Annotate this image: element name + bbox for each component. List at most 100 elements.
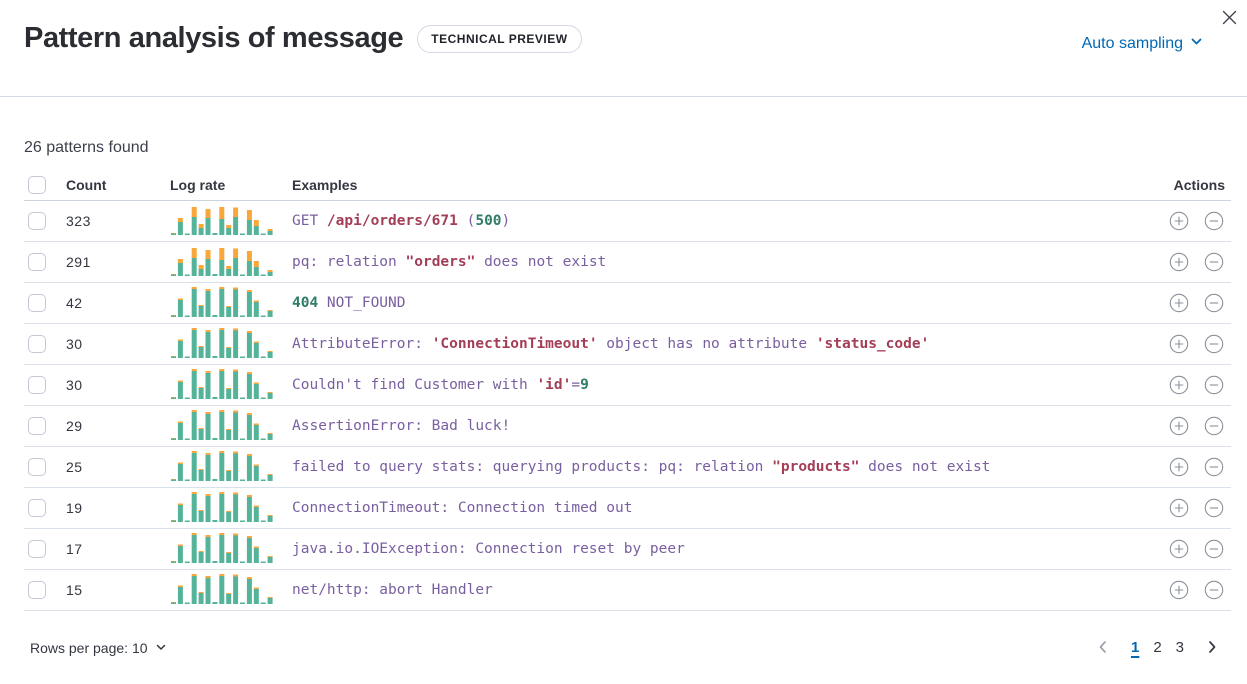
example-segment: GET <box>292 213 327 229</box>
filter-out-button[interactable] <box>1203 538 1225 560</box>
log-rate-sparkline <box>171 574 273 604</box>
example-segment: 500 <box>475 213 502 229</box>
minus-circle-icon <box>1203 457 1225 481</box>
row-checkbox[interactable] <box>28 376 46 394</box>
filter-in-button[interactable] <box>1168 497 1190 519</box>
page-button-1[interactable]: 1 <box>1124 635 1146 660</box>
minus-circle-icon <box>1203 580 1225 604</box>
row-checkbox[interactable] <box>28 294 46 312</box>
log-rate-sparkline <box>171 492 273 522</box>
filter-out-button[interactable] <box>1203 456 1225 478</box>
example-segment: java.io.IOException: Connection reset by… <box>292 541 685 557</box>
example-segment: pq: relation <box>292 254 406 270</box>
rows-per-page-button[interactable]: Rows per page: 10 <box>24 639 173 657</box>
log-rate-sparkline <box>171 287 273 317</box>
table-header: Count Log rate Examples Actions <box>24 169 1231 201</box>
column-header-examples[interactable]: Examples <box>292 176 358 193</box>
filter-out-button[interactable] <box>1203 497 1225 519</box>
minus-circle-icon <box>1203 252 1225 276</box>
row-checkbox-cell <box>24 294 66 312</box>
example-segment: AttributeError: <box>292 336 432 352</box>
row-checkbox[interactable] <box>28 417 46 435</box>
close-button[interactable] <box>1217 6 1241 30</box>
sampling-dropdown[interactable]: Auto sampling <box>1076 34 1209 54</box>
example-segment: does not exist <box>475 254 607 270</box>
pattern-row: 17 java.io.IOException: Connection reset… <box>24 529 1231 570</box>
example-segment: AssertionError: Bad luck! <box>292 418 511 434</box>
page-button-2[interactable]: 2 <box>1146 635 1168 660</box>
row-log-rate-cell <box>170 447 292 487</box>
column-header-count[interactable]: Count <box>66 176 107 193</box>
pattern-row: 291 pq: relation "orders" does not exist <box>24 242 1231 283</box>
row-count: 323 <box>66 213 91 229</box>
minus-circle-icon <box>1203 211 1225 235</box>
select-all-checkbox[interactable] <box>28 175 46 194</box>
filter-out-button[interactable] <box>1203 251 1225 273</box>
row-checkbox[interactable] <box>28 540 46 558</box>
pattern-row: 30 Couldn't find Customer with 'id'=9 <box>24 365 1231 406</box>
row-checkbox[interactable] <box>28 212 46 230</box>
row-checkbox[interactable] <box>28 581 46 599</box>
row-log-rate-cell <box>170 283 292 323</box>
filter-in-button[interactable] <box>1168 456 1190 478</box>
row-example: ConnectionTimeout: Connection timed out <box>292 500 1145 516</box>
filter-out-button[interactable] <box>1203 579 1225 601</box>
example-segment: does not exist <box>859 459 991 475</box>
plus-circle-icon <box>1168 375 1190 399</box>
example-segment: 9 <box>580 377 589 393</box>
previous-page-button[interactable] <box>1092 637 1114 659</box>
row-actions <box>1145 333 1231 355</box>
filter-out-button[interactable] <box>1203 210 1225 232</box>
filter-out-button[interactable] <box>1203 333 1225 355</box>
filter-in-button[interactable] <box>1168 538 1190 560</box>
row-count: 30 <box>66 377 83 393</box>
row-checkbox[interactable] <box>28 335 46 353</box>
filter-in-button[interactable] <box>1168 579 1190 601</box>
row-checkbox-cell <box>24 499 66 517</box>
plus-circle-icon <box>1168 293 1190 317</box>
filter-in-button[interactable] <box>1168 374 1190 396</box>
row-example: pq: relation "orders" does not exist <box>292 254 1145 270</box>
row-actions <box>1145 456 1231 478</box>
filter-out-button[interactable] <box>1203 374 1225 396</box>
row-actions <box>1145 497 1231 519</box>
filter-in-button[interactable] <box>1168 251 1190 273</box>
page-button-3[interactable]: 3 <box>1169 635 1191 660</box>
filter-in-button[interactable] <box>1168 333 1190 355</box>
row-checkbox[interactable] <box>28 499 46 517</box>
pattern-row: 25 failed to query stats: querying produ… <box>24 447 1231 488</box>
filter-in-button[interactable] <box>1168 292 1190 314</box>
row-log-rate-cell <box>170 570 292 610</box>
row-count: 29 <box>66 418 83 434</box>
row-count: 15 <box>66 582 83 598</box>
example-segment: net/http: abort Handler <box>292 582 493 598</box>
filter-out-button[interactable] <box>1203 292 1225 314</box>
row-example: GET /api/orders/671 (500) <box>292 213 1145 229</box>
chevron-left-icon <box>1095 640 1111 658</box>
plus-circle-icon <box>1168 334 1190 358</box>
row-checkbox-cell <box>24 376 66 394</box>
patterns-found-summary: 26 patterns found <box>24 139 149 156</box>
next-page-button[interactable] <box>1201 637 1223 659</box>
row-count: 42 <box>66 295 83 311</box>
minus-circle-icon <box>1203 375 1225 399</box>
example-segment: 'ConnectionTimeout' <box>431 336 598 352</box>
row-checkbox[interactable] <box>28 458 46 476</box>
minus-circle-icon <box>1203 416 1225 440</box>
filter-in-button[interactable] <box>1168 210 1190 232</box>
example-segment: object has no attribute <box>597 336 816 352</box>
filter-out-button[interactable] <box>1203 415 1225 437</box>
example-segment: NOT_FOUND <box>318 295 406 311</box>
column-header-log-rate[interactable]: Log rate <box>170 176 226 193</box>
row-actions <box>1145 415 1231 437</box>
filter-in-button[interactable] <box>1168 415 1190 437</box>
pattern-row: 29 AssertionError: Bad luck! <box>24 406 1231 447</box>
example-segment: failed to query stats: querying products… <box>292 459 773 475</box>
row-checkbox-cell <box>24 417 66 435</box>
row-checkbox[interactable] <box>28 253 46 271</box>
pattern-row: 42 404 NOT_FOUND <box>24 283 1231 324</box>
example-segment: /api/orders/671 <box>326 213 458 229</box>
flyout-header: Pattern analysis of message TECHNICAL PR… <box>0 0 1247 97</box>
